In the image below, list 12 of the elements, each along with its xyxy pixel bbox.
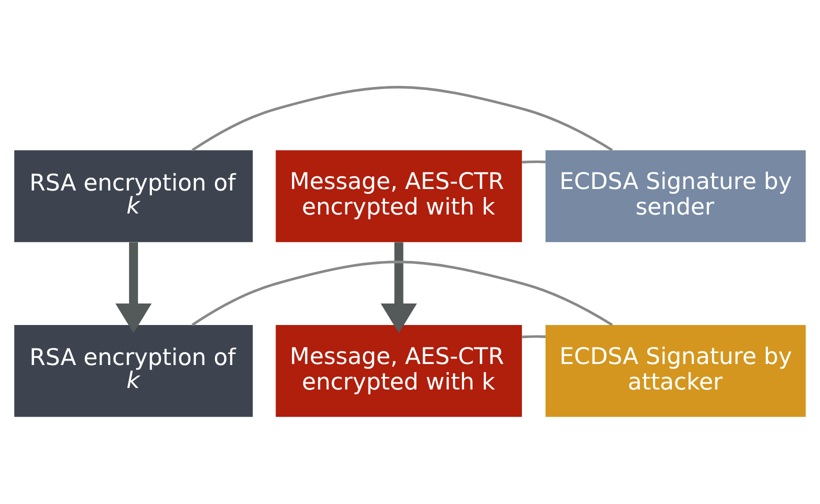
connector bbox=[522, 335, 546, 338]
node-box: Message, AES-CTR encrypted with k bbox=[276, 325, 522, 417]
connector bbox=[192, 86, 613, 152]
node-box: RSA encryption of k bbox=[14, 325, 253, 417]
arrow bbox=[115, 242, 152, 334]
node-box: ECDSA Signature by attacker bbox=[546, 325, 806, 417]
node-box: Message, AES-CTR encrypted with k bbox=[276, 150, 522, 242]
connector bbox=[522, 160, 546, 164]
node-box: ECDSA Signature by sender bbox=[546, 150, 806, 242]
node-box: RSA encryption of k bbox=[14, 150, 253, 242]
connector bbox=[192, 260, 613, 326]
arrow bbox=[380, 242, 417, 334]
